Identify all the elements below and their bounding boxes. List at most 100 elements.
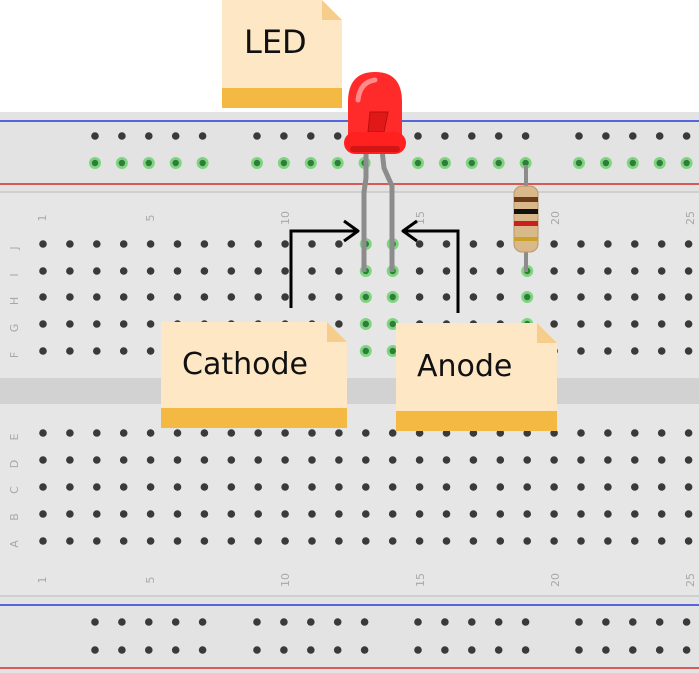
- power-rail-hole[interactable]: [521, 132, 530, 140]
- breadboard-hole[interactable]: [442, 510, 451, 518]
- breadboard-hole[interactable]: [254, 240, 262, 248]
- breadboard-hole[interactable]: [119, 267, 128, 275]
- breadboard-hole[interactable]: [442, 267, 451, 275]
- breadboard-hole[interactable]: [281, 537, 289, 545]
- breadboard-hole[interactable]: [496, 293, 505, 301]
- power-rail-hole[interactable]: [414, 618, 422, 626]
- breadboard-hole[interactable]: [200, 429, 209, 437]
- breadboard-hole[interactable]: [93, 293, 101, 301]
- power-rail-hole[interactable]: [91, 159, 99, 167]
- breadboard-hole[interactable]: [550, 510, 558, 518]
- breadboard-hole[interactable]: [550, 293, 558, 301]
- breadboard-hole[interactable]: [227, 483, 236, 491]
- breadboard-hole[interactable]: [39, 456, 47, 464]
- breadboard-hole[interactable]: [66, 267, 74, 275]
- breadboard-hole[interactable]: [308, 456, 316, 464]
- breadboard-hole[interactable]: [577, 429, 585, 437]
- breadboard-hole[interactable]: [93, 429, 101, 437]
- power-rail-hole[interactable]: [655, 618, 664, 626]
- breadboard-hole[interactable]: [657, 456, 666, 464]
- breadboard-hole[interactable]: [388, 429, 397, 437]
- breadboard-hole[interactable]: [93, 347, 101, 355]
- breadboard-hole[interactable]: [227, 267, 236, 275]
- breadboard-hole[interactable]: [146, 537, 155, 545]
- breadboard-hole[interactable]: [39, 537, 47, 545]
- breadboard-hole[interactable]: [631, 347, 639, 355]
- power-rail-hole[interactable]: [441, 646, 449, 654]
- power-rail-hole[interactable]: [145, 159, 152, 167]
- breadboard-hole[interactable]: [631, 240, 639, 248]
- breadboard-hole[interactable]: [119, 429, 128, 437]
- breadboard-hole[interactable]: [119, 483, 128, 491]
- breadboard-hole[interactable]: [335, 537, 343, 545]
- breadboard-hole[interactable]: [308, 483, 316, 491]
- power-rail-hole[interactable]: [91, 618, 99, 626]
- breadboard-hole[interactable]: [227, 510, 236, 518]
- breadboard-hole[interactable]: [66, 347, 74, 355]
- breadboard-hole[interactable]: [254, 456, 262, 464]
- power-rail-hole[interactable]: [468, 646, 476, 654]
- breadboard-hole[interactable]: [550, 240, 558, 248]
- power-rail-hole[interactable]: [602, 646, 610, 654]
- breadboard-hole[interactable]: [39, 347, 47, 355]
- power-rail-hole[interactable]: [468, 618, 476, 626]
- breadboard-hole[interactable]: [173, 483, 182, 491]
- breadboard-hole[interactable]: [93, 510, 101, 518]
- breadboard-hole[interactable]: [200, 240, 209, 248]
- breadboard-hole[interactable]: [684, 293, 693, 301]
- breadboard-hole[interactable]: [604, 320, 612, 328]
- breadboard-hole[interactable]: [119, 456, 128, 464]
- power-rail-hole[interactable]: [253, 159, 261, 167]
- breadboard-hole[interactable]: [388, 537, 397, 545]
- breadboard-hole[interactable]: [657, 293, 666, 301]
- breadboard-hole[interactable]: [631, 429, 639, 437]
- power-rail-hole[interactable]: [253, 132, 261, 140]
- power-rail-hole[interactable]: [521, 618, 530, 626]
- power-rail-hole[interactable]: [575, 159, 583, 167]
- breadboard-hole[interactable]: [442, 537, 451, 545]
- breadboard-hole[interactable]: [657, 240, 666, 248]
- breadboard-hole[interactable]: [200, 510, 209, 518]
- breadboard-hole[interactable]: [469, 510, 478, 518]
- breadboard-hole[interactable]: [496, 483, 505, 491]
- breadboard-hole[interactable]: [254, 293, 262, 301]
- breadboard-hole[interactable]: [604, 456, 612, 464]
- breadboard-hole[interactable]: [389, 320, 396, 328]
- breadboard-hole[interactable]: [442, 293, 451, 301]
- power-rail-hole[interactable]: [682, 132, 691, 140]
- breadboard-hole[interactable]: [173, 240, 182, 248]
- breadboard-hole[interactable]: [93, 456, 101, 464]
- breadboard-hole[interactable]: [66, 429, 74, 437]
- power-rail-hole[interactable]: [198, 618, 207, 626]
- power-rail-hole[interactable]: [360, 618, 369, 626]
- breadboard-hole[interactable]: [657, 510, 666, 518]
- breadboard-hole[interactable]: [469, 456, 478, 464]
- breadboard-hole[interactable]: [66, 320, 74, 328]
- breadboard-hole[interactable]: [66, 240, 74, 248]
- breadboard-hole[interactable]: [415, 293, 424, 301]
- breadboard-hole[interactable]: [631, 537, 639, 545]
- breadboard-hole[interactable]: [577, 320, 585, 328]
- breadboard-hole[interactable]: [39, 240, 47, 248]
- breadboard-hole[interactable]: [200, 293, 209, 301]
- breadboard-hole[interactable]: [119, 320, 128, 328]
- breadboard-hole[interactable]: [335, 429, 343, 437]
- power-rail-hole[interactable]: [629, 618, 637, 626]
- breadboard-hole[interactable]: [227, 293, 236, 301]
- breadboard-hole[interactable]: [335, 483, 343, 491]
- breadboard-hole[interactable]: [39, 510, 47, 518]
- breadboard-hole[interactable]: [146, 483, 155, 491]
- power-rail-hole[interactable]: [198, 132, 207, 140]
- power-rail-hole[interactable]: [602, 132, 610, 140]
- breadboard-hole[interactable]: [389, 293, 396, 301]
- power-rail-hole[interactable]: [441, 618, 449, 626]
- breadboard-hole[interactable]: [335, 267, 343, 275]
- power-rail-hole[interactable]: [333, 132, 342, 140]
- power-rail-hole[interactable]: [629, 159, 636, 167]
- breadboard-hole[interactable]: [657, 320, 666, 328]
- breadboard-hole[interactable]: [684, 537, 693, 545]
- breadboard-hole[interactable]: [577, 510, 585, 518]
- breadboard-hole[interactable]: [684, 267, 693, 275]
- power-rail-hole[interactable]: [118, 646, 126, 654]
- breadboard-hole[interactable]: [119, 293, 128, 301]
